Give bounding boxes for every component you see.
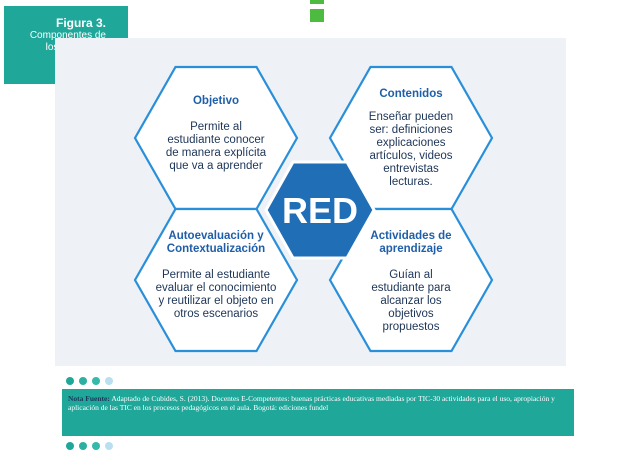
source-note-text: Adaptado de Cubides, S. (2013). Docentes… [68, 394, 555, 412]
hexagon-contenidos-body-line: lecturas. [389, 176, 432, 188]
hexagon-contenidos-title: Contenidos [379, 88, 442, 100]
decorative-dots-top [66, 377, 113, 385]
center-hexagon-shape [264, 160, 376, 260]
hexagon-actividades-body-line: objetivos [388, 308, 434, 320]
decorative-green-square [310, 9, 324, 22]
hexagon-autoevaluacion-body-line: otros escenarios [174, 308, 259, 320]
hexagon-contenidos-body-line: entrevistas [383, 163, 439, 175]
figure-caption-line-1: Componentes de [29, 30, 106, 41]
hexagon-objetivo-body-line: que va a aprender [169, 160, 263, 172]
center-hexagon: RED [264, 160, 376, 260]
hexagon-actividades-title: Actividades de [370, 230, 451, 242]
hexagon-contenidos-body-line: Enseñar pueden [369, 111, 453, 123]
hexagon-actividades-body-line: alcanzar los [380, 295, 442, 307]
hexagon-autoevaluacion-body-line: Permite al estudiante [162, 269, 270, 281]
hexagon-actividades-body-line: propuestos [383, 321, 440, 333]
hexagon-autoevaluacion-title: Autoevaluación y [168, 230, 264, 242]
hexagon-objetivo-body-line: de manera explícita [166, 147, 267, 159]
hexagon-objetivo-body-line: estudiante conocer [167, 134, 264, 146]
source-note: Nota Fuente: Adaptado de Cubides, S. (20… [62, 389, 574, 436]
hexagon-contenidos-body-line: ser: definiciones [369, 124, 452, 136]
hexagon-contenidos-body-line: explicaciones [376, 137, 445, 149]
center-label: RED [282, 190, 358, 231]
figure-number: Figura 3. [55, 16, 106, 30]
hexagon-autoevaluacion: Autoevaluación yContextualizaciónPermite… [133, 207, 299, 353]
hexagon-objetivo-body-line: Permite al [190, 121, 242, 133]
decorative-green-bar [310, 0, 324, 4]
hexagon-objetivo-title: Objetivo [193, 95, 239, 107]
hexagon-autoevaluacion-body-line: evaluar el conocimiento [156, 282, 277, 294]
hexagon-actividades-title: aprendizaje [379, 243, 442, 255]
hexagon-contenidos-body-line: artículos, videos [369, 150, 452, 162]
source-note-label: Nota Fuente: [68, 394, 110, 403]
hexagon-autoevaluacion-body-line: y reutilizar el objeto en [158, 295, 273, 307]
hexagon-actividades-body-line: Guían al [389, 269, 432, 281]
decorative-dots-bottom [66, 442, 113, 450]
hexagon-autoevaluacion-title: Contextualización [167, 243, 265, 255]
hexagon-actividades-body-line: estudiante para [371, 282, 451, 294]
hexagon-autoevaluacion-outline [133, 207, 299, 353]
